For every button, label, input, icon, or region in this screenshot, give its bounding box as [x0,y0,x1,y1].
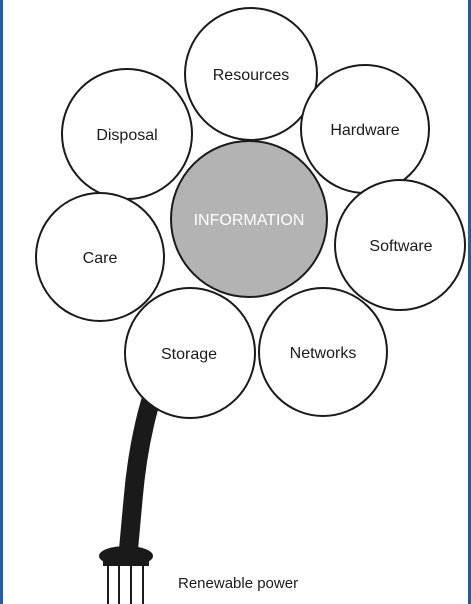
petal-storage: Storage [124,287,256,419]
frame-right-edge [468,0,471,604]
petal-care: Care [35,192,165,322]
petal-hardware-label: Hardware [330,122,399,139]
petal-networks-label: Networks [290,345,357,362]
petal-software: Software [334,179,466,311]
petal-disposal: Disposal [61,68,193,200]
petal-resources: Resources [184,7,318,141]
power-caption: Renewable power [178,575,298,592]
petal-care-label: Care [83,250,118,267]
center-label: INFORMATION [194,212,305,229]
petal-hardware: Hardware [300,64,430,194]
petal-storage-label: Storage [161,346,217,363]
petal-networks: Networks [258,287,388,417]
petal-resources-label: Resources [213,67,289,84]
petal-software-label: Software [369,238,432,255]
plug-prongs [107,564,144,604]
center-information: INFORMATION [170,140,328,298]
frame-left-edge [0,0,3,604]
petal-disposal-label: Disposal [96,127,157,144]
plug-body [103,558,149,566]
